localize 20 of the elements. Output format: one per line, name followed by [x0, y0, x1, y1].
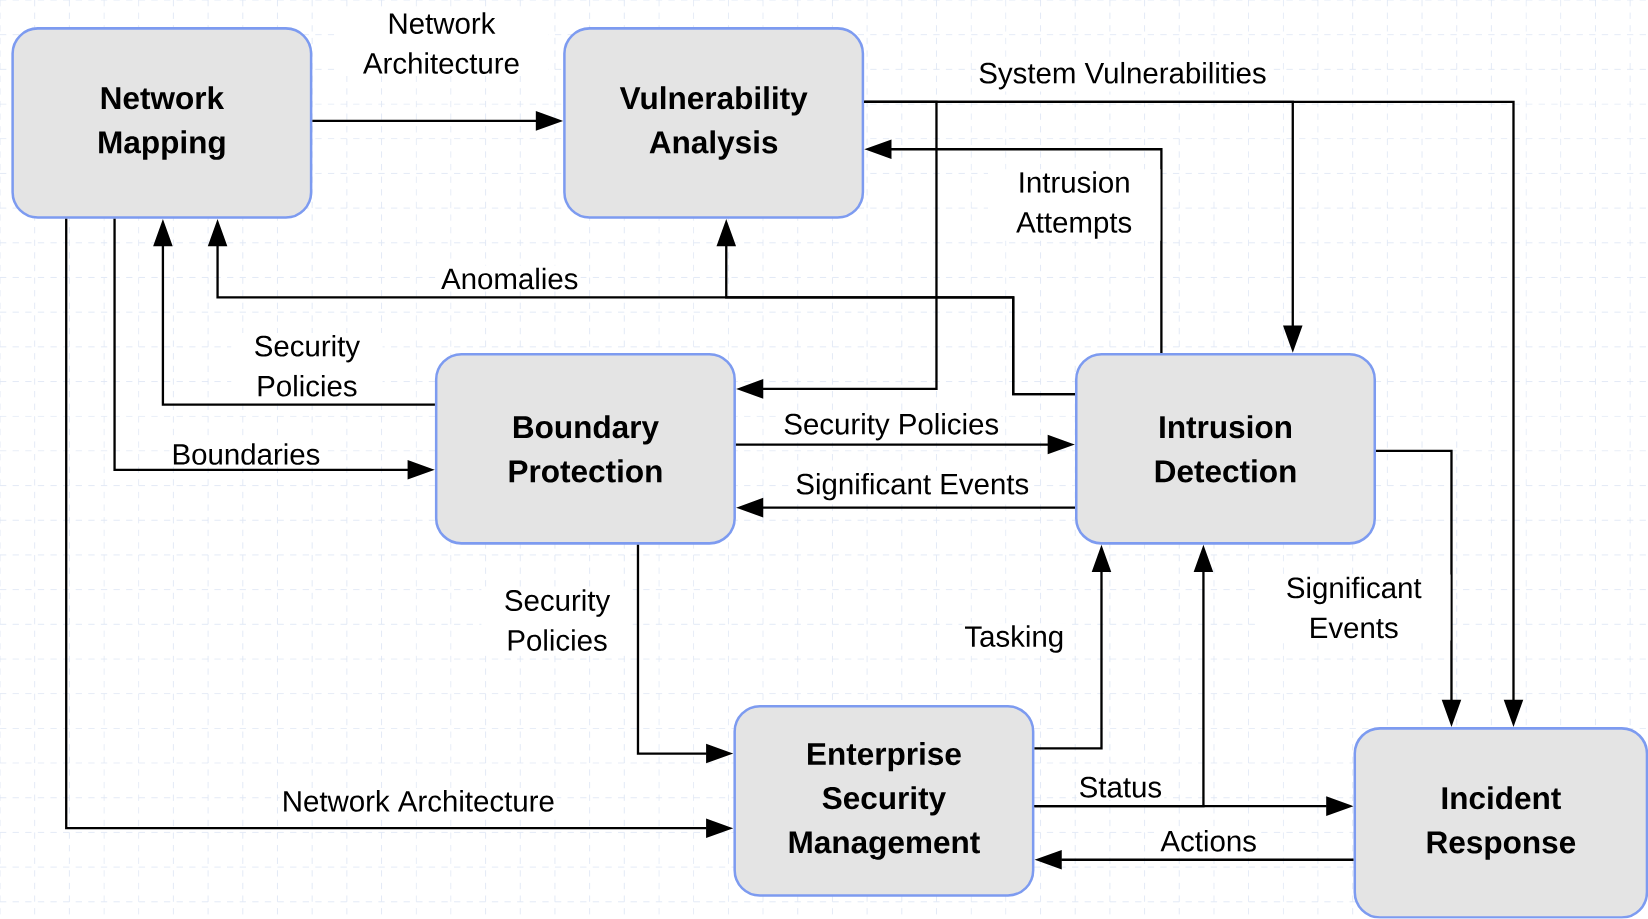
- edge-label: Significant Events: [793, 471, 1032, 503]
- process-box: Boundary Protection: [434, 353, 736, 545]
- process-box: Network Mapping: [11, 27, 313, 220]
- edge-label: Intrusion Attempts: [987, 169, 1161, 241]
- edge-label: Network Architecture: [334, 10, 549, 77]
- process-box: Incident Response: [1353, 727, 1648, 919]
- edge-label: Status: [1076, 774, 1165, 800]
- edge-label: System Vulnerabilities: [976, 60, 1269, 92]
- edge-label: Significant Events: [1257, 574, 1451, 641]
- process-box: Enterprise Security Management: [733, 705, 1035, 897]
- process-box: Intrusion Detection: [1075, 353, 1376, 545]
- edge-label: Security Policies: [781, 411, 1002, 443]
- edge-label: Tasking: [962, 623, 1067, 656]
- edge-label: Security Policies: [481, 587, 633, 654]
- edge-label: Actions: [1158, 828, 1260, 854]
- edge-label: Security Policies: [231, 333, 383, 399]
- edge-label: Network Architecture: [279, 788, 557, 814]
- edge-label: Anomalies: [438, 265, 581, 292]
- edge-label: Boundaries: [169, 441, 323, 468]
- process-box: Vulnerability Analysis: [563, 27, 865, 220]
